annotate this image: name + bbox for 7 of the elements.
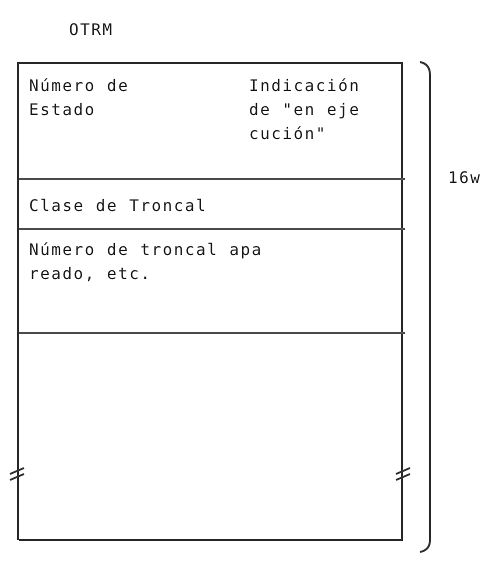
field-label: Número de troncal apa reado, etc.	[29, 239, 264, 285]
field-label: Indicación de "en eje cución"	[249, 75, 362, 145]
dimension-label: 16w	[448, 167, 482, 189]
field-label: Clase de Troncal	[29, 195, 208, 217]
memory-table	[17, 62, 403, 540]
table-title: OTRM	[69, 19, 115, 41]
field-label: Número de Estado	[29, 75, 130, 121]
